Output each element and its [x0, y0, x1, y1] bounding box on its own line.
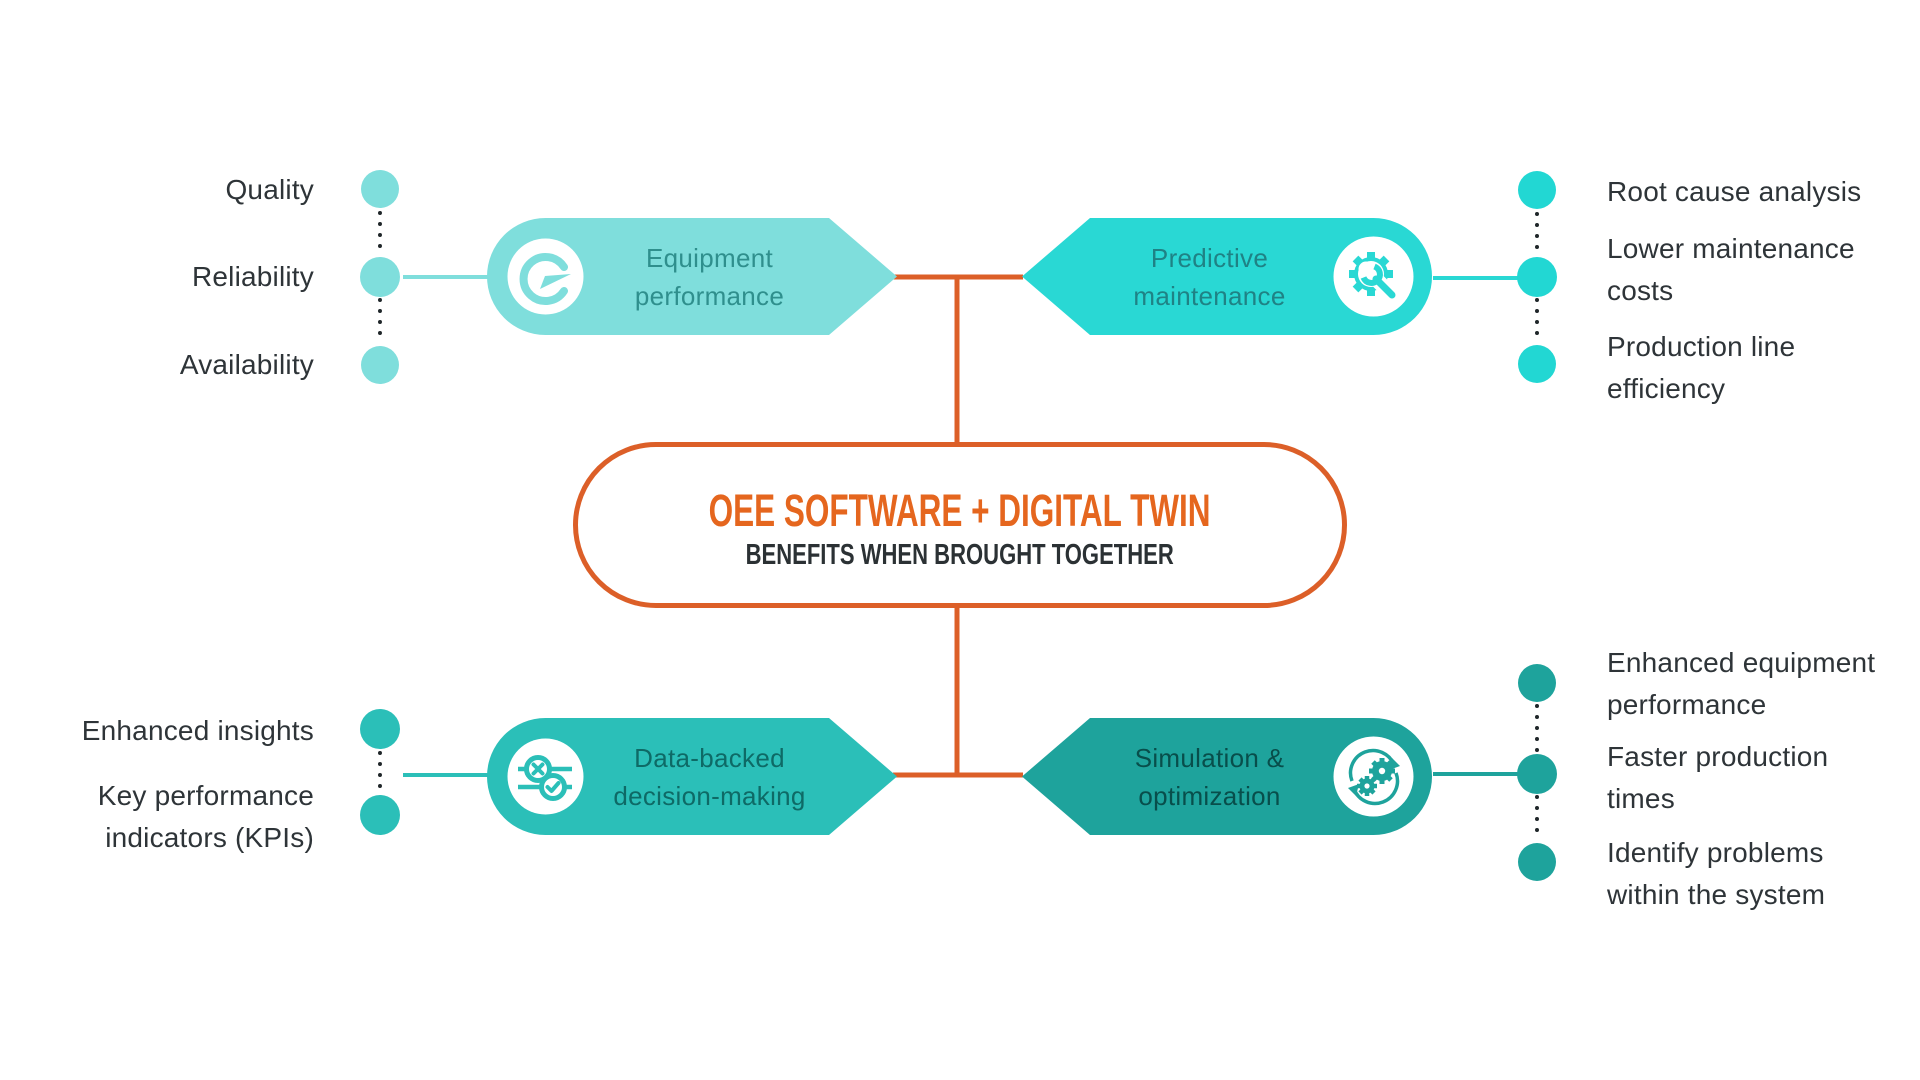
bullet-dot	[1518, 171, 1556, 209]
bullet-dot	[361, 346, 399, 384]
node-shape	[1022, 718, 1432, 835]
node-label: Data-backed decision-making	[613, 742, 806, 811]
node-data-backed-decisions: Data-backed decision-making	[487, 718, 897, 835]
bullet-dot	[1518, 843, 1556, 881]
node-label: Equipment performance	[634, 242, 785, 311]
bullet-dots	[360, 170, 1557, 881]
node-body	[487, 718, 897, 835]
benefit-enhanced-equipment: Enhanced equipment performance	[1607, 647, 1876, 720]
decision-check-icon	[518, 754, 572, 801]
node-body	[1022, 218, 1432, 335]
bullet-dot	[1517, 754, 1557, 794]
bullet-dot	[1517, 257, 1557, 297]
gear-wrench-icon	[1349, 251, 1400, 302]
dotted-links	[378, 211, 1539, 841]
node-body	[1022, 718, 1432, 835]
node-body	[487, 218, 897, 335]
benefit-availability: Availability	[179, 349, 314, 380]
benefit-quality: Quality	[225, 174, 314, 205]
node-predictive-maintenance: Predictive maintenance	[1022, 218, 1432, 335]
speedometer-icon	[519, 252, 571, 305]
node-equipment-performance: Equipment performance	[487, 218, 897, 335]
center-subtitle: BENEFITS WHEN BROUGHT TOGETHER	[745, 539, 1175, 571]
bullet-dot	[1518, 345, 1556, 383]
benefit-enhanced-insights: Enhanced insights	[81, 715, 314, 746]
bullet-dot	[360, 795, 400, 835]
bullet-dot	[360, 709, 400, 749]
node-label: Simulation & optimization	[1134, 742, 1285, 811]
node-simulation-optimization: Simulation & optimization	[1022, 718, 1432, 835]
orange-connectors	[893, 274, 1023, 778]
bullet-dot	[361, 170, 399, 208]
teal-connectors	[403, 275, 1518, 777]
bullet-dot	[1518, 664, 1556, 702]
gears-cycle-icon	[1348, 748, 1400, 805]
bullet-dot	[360, 257, 400, 297]
benefit-kpis: Key performance indicators (KPIs)	[97, 780, 314, 853]
benefit-reliability: Reliability	[191, 261, 314, 292]
benefit-line-efficiency: Production line efficiency	[1607, 331, 1796, 404]
center-box: OEE SOFTWARE + DIGITAL TWIN BENEFITS WHE…	[573, 442, 1347, 608]
benefit-identify-problems: Identify problems within the system	[1607, 837, 1826, 910]
node-shape	[487, 718, 897, 835]
node-label: Predictive maintenance	[1133, 242, 1286, 311]
center-title: OEE SOFTWARE + DIGITAL TWIN	[709, 485, 1211, 536]
benefit-faster-production: Faster production times	[1607, 741, 1829, 814]
benefit-lower-costs: Lower maintenance costs	[1607, 233, 1855, 306]
benefit-root-cause: Root cause analysis	[1607, 176, 1862, 207]
